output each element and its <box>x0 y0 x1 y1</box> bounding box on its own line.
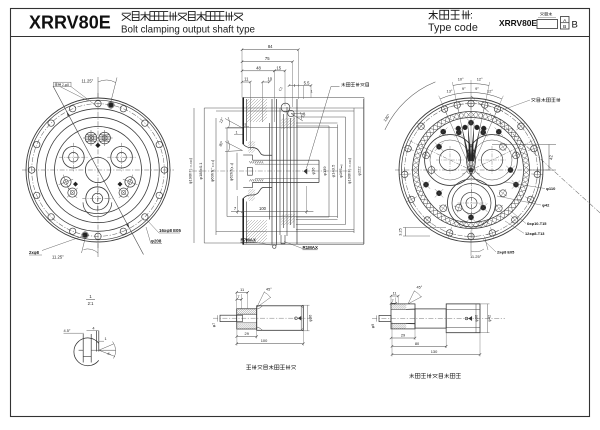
svg-text:2xφ8: 2xφ8 <box>29 250 40 255</box>
svg-text:11.25°: 11.25° <box>470 254 482 259</box>
svg-text:29: 29 <box>245 331 249 336</box>
svg-text:7: 7 <box>237 294 239 299</box>
svg-text:A: A <box>563 18 567 24</box>
svg-text:100: 100 <box>261 338 268 343</box>
svg-text:7: 7 <box>392 298 394 303</box>
svg-text:φ62h7(₈.₁): φ62h7(₈.₁) <box>229 162 234 181</box>
svg-text:11.25°: 11.25° <box>82 79 94 84</box>
svg-text:16xφ8 E05: 16xφ8 E05 <box>159 228 181 233</box>
svg-text:12°: 12° <box>487 88 493 93</box>
svg-text:4: 4 <box>92 325 95 330</box>
svg-text:2:1: 2:1 <box>88 301 94 306</box>
svg-text:11: 11 <box>393 291 397 296</box>
svg-text:φ7: φ7 <box>212 323 216 328</box>
svg-text:φ165ₘ₆: φ165ₘ₆ <box>338 164 343 178</box>
svg-text:2xφ8 E05: 2xφ8 E05 <box>497 250 515 255</box>
svg-text:φ188±0.1: φ188±0.1 <box>198 162 203 180</box>
svg-text:12°: 12° <box>219 117 225 124</box>
svg-text:B: B <box>563 24 566 30</box>
svg-text:6°: 6° <box>106 352 112 358</box>
svg-text:9°: 9° <box>475 86 479 91</box>
svg-text:5.5: 5.5 <box>304 80 310 85</box>
svg-text:80: 80 <box>415 341 420 346</box>
svg-text:84: 84 <box>268 44 273 49</box>
svg-text:1: 1 <box>89 294 92 299</box>
svg-text:C1: C1 <box>278 86 284 92</box>
svg-text:φ42: φ42 <box>487 314 492 322</box>
svg-text:15°: 15° <box>301 111 308 118</box>
svg-text:8: 8 <box>245 123 247 127</box>
svg-text:6xφ10-T15: 6xφ10-T15 <box>527 221 547 226</box>
svg-text:130: 130 <box>431 349 438 354</box>
svg-text:13°: 13° <box>447 88 453 93</box>
svg-text:45°: 45° <box>417 286 423 290</box>
svg-text:1: 1 <box>105 336 107 341</box>
svg-text:11.25°: 11.25° <box>52 255 64 260</box>
svg-text:30°: 30° <box>218 140 224 147</box>
svg-text:φ208: φ208 <box>151 238 162 243</box>
svg-text:φ36: φ36 <box>311 167 316 175</box>
svg-text:29: 29 <box>401 333 405 338</box>
svg-text::: : <box>470 10 473 22</box>
svg-text:1: 1 <box>236 131 238 135</box>
svg-text:XRRV80E: XRRV80E <box>29 13 111 33</box>
svg-text:3.25: 3.25 <box>399 228 403 235</box>
svg-text:10°: 10° <box>458 77 464 82</box>
svg-text:R7MAX: R7MAX <box>241 238 256 243</box>
svg-text:φ139: φ139 <box>322 166 327 176</box>
svg-text:10: 10 <box>267 77 272 82</box>
svg-text:Bolt clamping output shaft typ: Bolt clamping output shaft type <box>121 25 256 36</box>
svg-text:φ143.5: φ143.5 <box>331 164 336 177</box>
svg-text:φ36: φ36 <box>474 314 479 322</box>
svg-text:Type code: Type code <box>428 22 478 34</box>
svg-text:XRRV80E: XRRV80E <box>499 18 537 28</box>
svg-text:9°: 9° <box>462 86 466 91</box>
svg-text:130°: 130° <box>382 113 391 123</box>
svg-text:φ42: φ42 <box>542 203 550 208</box>
svg-text:φ190h7(₋₀.₀₄₆): φ190h7(₋₀.₀₄₆) <box>188 157 193 184</box>
svg-text:75: 75 <box>265 56 270 61</box>
svg-text:45°: 45° <box>266 288 272 292</box>
svg-text:φ9: φ9 <box>371 324 375 329</box>
svg-text:12xφ8-T13: 12xφ8-T13 <box>525 231 545 236</box>
svg-text:φ110: φ110 <box>546 186 556 191</box>
svg-text:7: 7 <box>234 206 237 211</box>
svg-text:48: 48 <box>256 65 261 70</box>
svg-text:1: 1 <box>311 90 313 94</box>
svg-text:11: 11 <box>240 287 244 292</box>
svg-text:φ222: φ222 <box>357 166 362 176</box>
svg-text:11: 11 <box>244 77 249 82</box>
svg-text:12°: 12° <box>477 77 483 82</box>
svg-text:φ190h7(₋₀.₀₄₆): φ190h7(₋₀.₀₄₆) <box>347 157 352 184</box>
svg-text:15: 15 <box>276 65 281 70</box>
svg-text:φ60h7(⁺₀.₀₄): φ60h7(⁺₀.₀₄) <box>210 159 215 182</box>
svg-text:R1MAX: R1MAX <box>303 245 318 250</box>
svg-text:B: B <box>572 20 578 31</box>
svg-text:42: 42 <box>549 155 554 160</box>
svg-text:φ36: φ36 <box>308 314 313 322</box>
svg-text:100: 100 <box>259 206 267 211</box>
svg-text:2-φ8: 2-φ8 <box>62 83 69 87</box>
svg-text:4.5°: 4.5° <box>64 328 71 333</box>
